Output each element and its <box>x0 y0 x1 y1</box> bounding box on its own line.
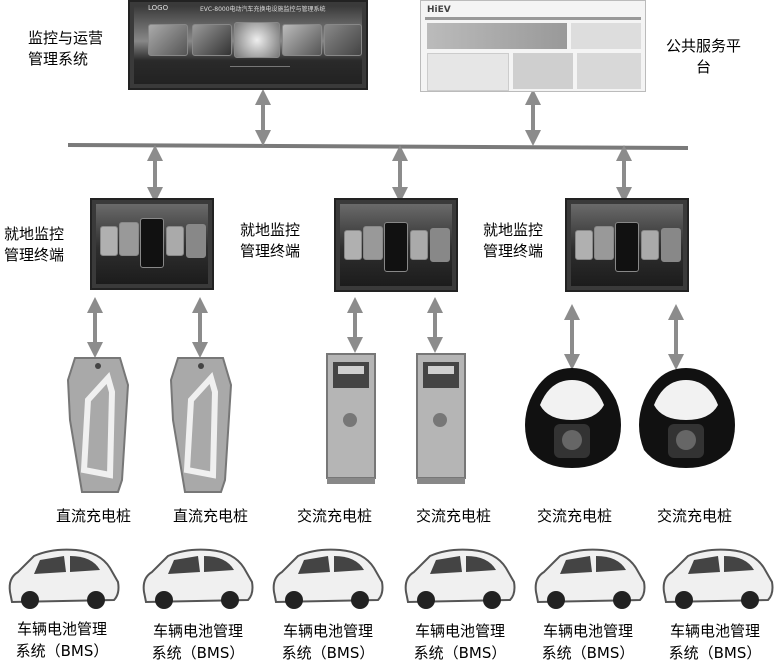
terminal-1-tile-4 <box>166 226 184 256</box>
monitor-screen-title: EVC-8000电动汽车充换电设施监控与管理系统 <box>200 6 326 13</box>
terminal-3-label-line1: 就地监控 <box>483 221 544 239</box>
terminal-1-tile-5 <box>186 224 206 258</box>
terminal-1-screen <box>90 198 214 290</box>
terminal-2-label-line2: 管理终端 <box>240 242 301 260</box>
dc-charger-2-icon <box>169 357 233 493</box>
terminal-2-tile-4 <box>410 230 428 260</box>
monitor-screen-tile-2 <box>192 24 232 56</box>
car-6-label-line2: 系统（BMS） <box>668 644 762 662</box>
charger-5-label: 交流充电桩 <box>537 507 613 525</box>
terminal-3-tile-3 <box>615 222 639 272</box>
terminal-1-tile-3 <box>140 218 164 268</box>
car-6-label: 车辆电池管理 系统（BMS） <box>655 620 775 664</box>
ac-wall-charger-2-icon <box>639 368 735 468</box>
car-4-label-line2: 系统（BMS） <box>413 644 507 662</box>
monitor-screen-tile-4 <box>282 24 322 56</box>
monitor-screen-logo: LOGO <box>148 4 169 12</box>
car-4-label-line1: 车辆电池管理 <box>414 622 505 640</box>
public-site-sidebar <box>577 53 641 89</box>
terminal-2-screen <box>334 198 458 292</box>
terminal-2-label-line1: 就地监控 <box>240 221 301 239</box>
public-platform-label-line2: 台 <box>695 58 711 76</box>
car-4-label: 车辆电池管理 系统（BMS） <box>400 620 520 664</box>
car-3-label: 车辆电池管理 系统（BMS） <box>268 620 388 664</box>
terminal-1-label: 就地监控 管理终端 <box>4 224 64 266</box>
car-5-label-line2: 系统（BMS） <box>541 644 635 662</box>
terminal-2-tile-1 <box>344 230 362 260</box>
public-site-banner <box>427 23 567 49</box>
car-1-label-line2: 系统（BMS） <box>15 642 109 660</box>
monitor-system-label-line1: 监控与运营 <box>28 29 104 47</box>
terminal-2-tile-3 <box>384 222 408 272</box>
public-platform-screen: HiEV <box>420 0 646 92</box>
terminal-1-tile-2 <box>119 222 139 256</box>
charger-3-label: 交流充电桩 <box>297 507 373 525</box>
public-platform-label: 公共服务平 台 <box>666 36 766 78</box>
car-4-icon <box>404 548 516 609</box>
car-2-label-line1: 车辆电池管理 <box>152 622 243 640</box>
terminal-3-tile-5 <box>661 228 681 262</box>
monitor-screen-text-lines <box>230 66 290 83</box>
charger-4-label: 交流充电桩 <box>416 507 492 525</box>
car-6-label-line1: 车辆电池管理 <box>669 622 760 640</box>
car-1-label: 车辆电池管理 系统（BMS） <box>2 618 122 662</box>
car-5-label: 车辆电池管理 系统（BMS） <box>528 620 648 664</box>
charger-1-label: 直流充电桩 <box>56 507 132 525</box>
public-platform-label-line1: 公共服务平 <box>666 37 742 55</box>
monitor-system-label-line2: 管理系统 <box>28 50 89 68</box>
terminal-3-label: 就地监控 管理终端 <box>483 220 543 262</box>
public-site-map <box>427 53 509 91</box>
monitor-screen-tile-1 <box>148 24 188 56</box>
terminal-3-tile-4 <box>641 230 659 260</box>
ac-kiosk-charger-2-icon <box>416 353 466 484</box>
car-3-label-line1: 车辆电池管理 <box>282 622 373 640</box>
car-2-icon <box>142 548 254 609</box>
monitor-screen-tile-3 <box>234 22 280 58</box>
terminal-2-tile-5 <box>430 228 450 262</box>
public-site-news <box>571 23 641 49</box>
public-site-photo <box>513 53 573 89</box>
car-2-label: 车辆电池管理 系统（BMS） <box>138 620 258 664</box>
monitor-system-screen: LOGO EVC-8000电动汽车充换电设施监控与管理系统 <box>128 0 368 90</box>
terminal-1-tile-1 <box>100 226 118 256</box>
ac-wall-charger-1-icon <box>525 368 621 468</box>
public-site-navbar <box>425 17 641 20</box>
car-3-label-line2: 系统（BMS） <box>281 644 375 662</box>
terminal-3-tile-2 <box>594 226 614 260</box>
car-6-icon <box>662 548 774 609</box>
terminal-1-label-line2: 管理终端 <box>4 246 65 264</box>
terminal-3-tile-1 <box>575 230 593 260</box>
car-3-icon <box>272 548 384 609</box>
car-5-icon <box>534 548 646 609</box>
monitor-screen-tile-5 <box>324 24 362 56</box>
charger-6-label: 交流充电桩 <box>657 507 733 525</box>
car-2-label-line2: 系统（BMS） <box>151 644 245 662</box>
charger-2-label: 直流充电桩 <box>173 507 249 525</box>
network-bus-line <box>67 143 689 150</box>
car-1-icon <box>8 548 120 609</box>
car-5-label-line1: 车辆电池管理 <box>542 622 633 640</box>
terminal-3-screen <box>565 198 689 292</box>
dc-charger-1-icon <box>66 357 130 493</box>
terminal-1-label-line1: 就地监控 <box>4 225 65 243</box>
ac-kiosk-charger-1-icon <box>326 353 376 484</box>
car-1-label-line1: 车辆电池管理 <box>16 620 107 638</box>
terminal-3-label-line2: 管理终端 <box>483 242 544 260</box>
monitor-system-label: 监控与运营 管理系统 <box>28 28 103 70</box>
terminal-2-tile-2 <box>363 226 383 260</box>
terminal-2-label: 就地监控 管理终端 <box>240 220 300 262</box>
public-site-logo: HiEV <box>427 5 451 15</box>
